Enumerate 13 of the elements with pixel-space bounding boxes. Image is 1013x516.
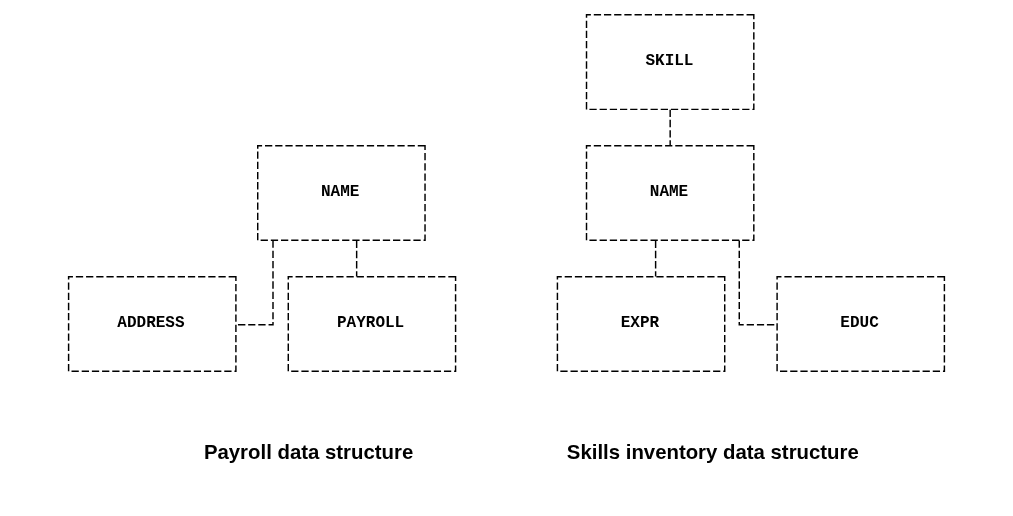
- connector: [669, 108, 671, 146]
- connector: [235, 239, 274, 325]
- label: Payroll data structure: [203, 440, 414, 463]
- connector: [654, 239, 657, 277]
- node-box: EXPR: [556, 275, 726, 372]
- label: Skills inventory data structure: [566, 440, 859, 463]
- node-box: NAME: [585, 144, 755, 241]
- node-box: ADDRESS: [67, 275, 237, 372]
- node-box: SKILL: [585, 13, 755, 110]
- node-box: PAYROLL: [287, 275, 457, 372]
- node-box: NAME: [257, 144, 426, 241]
- connector: [355, 239, 358, 277]
- node-box: EDUC: [776, 275, 946, 372]
